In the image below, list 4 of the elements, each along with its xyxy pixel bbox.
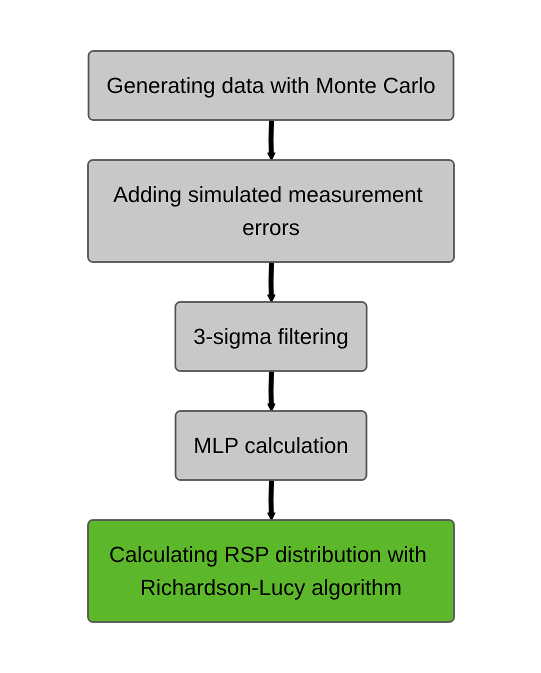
arrow (266, 120, 276, 161)
arrow (266, 371, 276, 412)
arrow (266, 262, 276, 303)
arrow (266, 480, 276, 521)
